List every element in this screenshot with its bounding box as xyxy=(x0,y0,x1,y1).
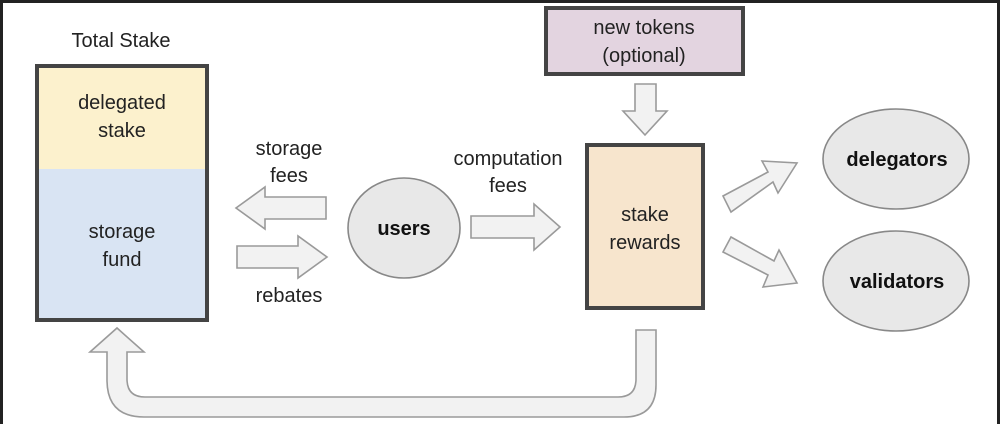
return-to-storage-fund-arrow xyxy=(87,326,657,418)
validators-arrow xyxy=(721,235,799,288)
new-tokens-label-line1: new tokens xyxy=(593,17,694,39)
delegators-arrow xyxy=(721,160,799,214)
computation-fees-label-line2: fees xyxy=(489,175,527,197)
total-stake-box xyxy=(35,64,209,322)
storage-fund-label-line2: fund xyxy=(103,249,142,271)
stake-rewards-box xyxy=(585,143,705,310)
storage-fund-section xyxy=(37,169,207,320)
delegators-ellipse xyxy=(822,108,970,210)
new-tokens-arrow xyxy=(621,83,669,137)
validators-ellipse xyxy=(822,230,970,332)
storage-fees-arrow xyxy=(234,185,327,231)
rebates-label: rebates xyxy=(256,285,323,307)
stake-rewards-label-line2: rewards xyxy=(609,232,680,254)
users-ellipse xyxy=(347,177,461,279)
rebates-arrow xyxy=(236,234,329,280)
stake-rewards-label-line1: stake xyxy=(621,204,669,226)
storage-fund-label-line1: storage xyxy=(89,221,156,243)
delegators-label: delegators xyxy=(846,149,947,171)
computation-fees-label-line1: computation xyxy=(454,148,563,170)
new-tokens-label-line2: (optional) xyxy=(602,45,685,67)
delegated-stake-section xyxy=(37,66,207,169)
computation-fees-arrow xyxy=(470,202,562,252)
total-stake-title: Total Stake xyxy=(72,30,171,52)
delegated-stake-label-line2: stake xyxy=(98,120,146,142)
new-tokens-box xyxy=(544,6,745,76)
users-label: users xyxy=(377,218,430,240)
storage-fees-label-line1: storage xyxy=(256,138,323,160)
delegated-stake-label-line1: delegated xyxy=(78,92,166,114)
validators-label: validators xyxy=(850,271,944,293)
storage-fees-label-line2: fees xyxy=(270,165,308,187)
